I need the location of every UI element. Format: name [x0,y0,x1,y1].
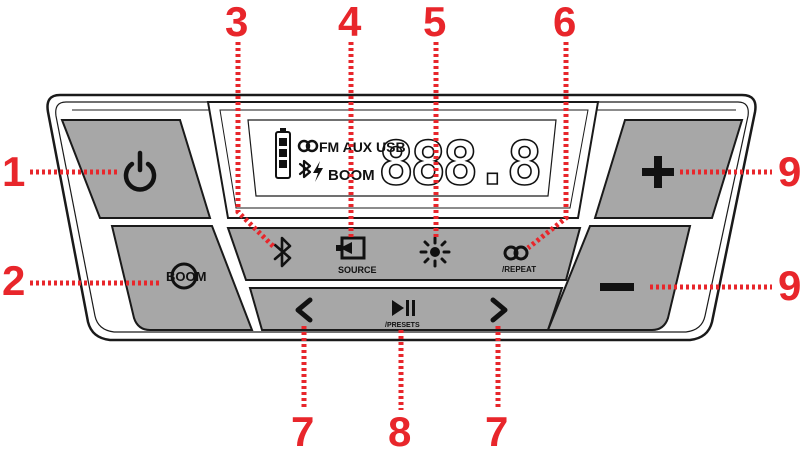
repeat-label: /REPEAT [502,265,536,274]
volume-down-button[interactable] [546,225,692,331]
power-icon [123,150,157,192]
minus-icon [600,283,634,291]
bluetooth-icon [273,236,292,268]
brightness-button[interactable] [419,236,451,268]
callout-2: 2 [2,257,25,304]
lcd-mode-labels: FM AUX USB [319,139,406,155]
center-row-top [226,227,582,281]
repeat-button[interactable]: /REPEAT [502,245,536,274]
volume-up-button[interactable] [593,119,744,219]
callout-5: 5 [423,0,446,45]
callout-7-left: 7 [291,408,314,454]
source-label: SOURCE [338,265,377,275]
next-button[interactable] [490,297,508,323]
callout-7-right: 7 [485,408,508,454]
callout-1: 1 [2,148,25,195]
power-button[interactable] [60,119,212,219]
callout-4: 4 [338,0,362,45]
callout-8: 8 [388,408,411,454]
chevron-right-icon [490,297,508,323]
lcd-display: FM AUX USB BOOM 888.8 [275,128,544,200]
lcd-window [206,101,600,219]
source-button[interactable]: SOURCE [336,236,377,275]
presets-label: /PRESETS [385,322,420,329]
battery-icon [275,128,291,179]
lcd-bluetooth-icon [298,159,312,179]
callout-9-top: 9 [778,148,801,195]
sun-icon [419,236,451,268]
lcd-repeat-icon [297,139,319,153]
previous-button[interactable] [295,297,313,323]
chevron-left-icon [295,297,313,323]
repeat-icon [503,245,529,261]
boom-button[interactable]: BOOM [110,225,254,331]
source-icon [336,236,366,260]
lcd-digits: 888.8 [378,129,539,199]
bluetooth-button[interactable] [273,236,292,268]
callout-9-bottom: 9 [778,262,801,309]
play-pause-button[interactable]: /PRESETS [385,300,420,329]
plus-icon [642,156,674,188]
callout-3: 3 [225,0,248,45]
svg-text:BOOM: BOOM [166,269,206,284]
callout-6: 6 [553,0,576,45]
lcd-bolt-icon [313,161,323,182]
boom-logo: BOOM [166,262,206,290]
play-pause-icon [392,300,415,316]
